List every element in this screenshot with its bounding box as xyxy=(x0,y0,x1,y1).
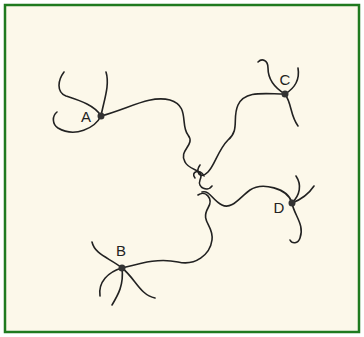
point-label: C xyxy=(279,72,292,87)
point-label: B xyxy=(115,243,127,258)
crosslink-dot xyxy=(119,265,126,272)
chain xyxy=(122,193,212,268)
chain-end xyxy=(122,268,155,298)
crosslink-dot xyxy=(289,200,296,207)
chain-end xyxy=(292,176,299,203)
chain xyxy=(198,94,285,176)
crosslink-dot xyxy=(98,113,105,120)
point-label: D xyxy=(273,200,286,215)
crosslink-dot xyxy=(282,91,289,98)
chain-end xyxy=(112,268,122,305)
crosslinks xyxy=(98,91,296,272)
chain xyxy=(101,99,212,189)
chain-end xyxy=(292,186,314,203)
chain-end xyxy=(101,72,107,116)
chain-end xyxy=(53,112,101,132)
point-label: A xyxy=(80,109,92,124)
frame xyxy=(5,5,359,332)
chain-end xyxy=(285,94,298,126)
chains xyxy=(53,60,314,305)
chain-end xyxy=(290,203,301,243)
chain xyxy=(194,172,204,178)
